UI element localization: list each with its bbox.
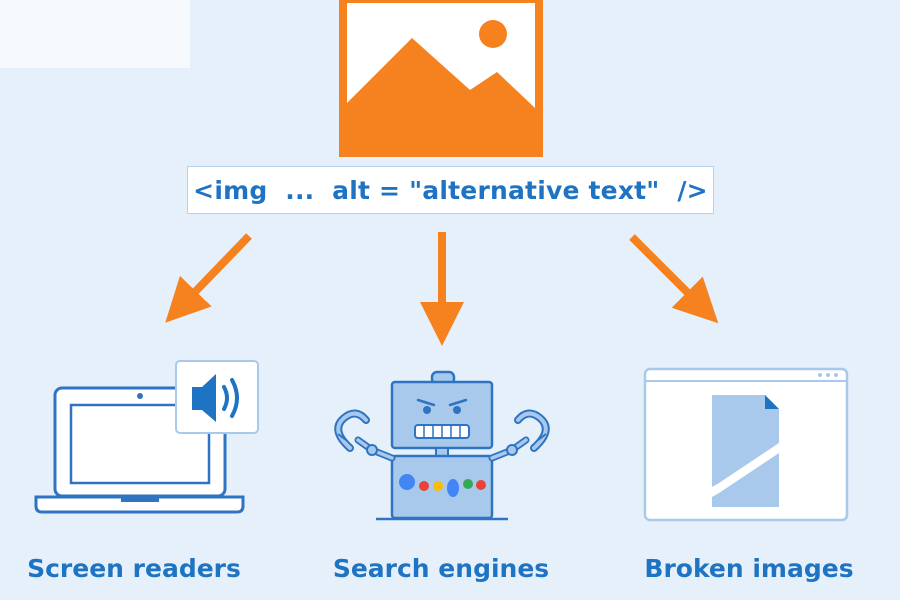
document-fragment-top (712, 395, 779, 487)
document-fragment-bottom (712, 453, 779, 507)
laptop-speaker-icon (34, 360, 259, 514)
dot-green (463, 479, 473, 489)
arrow-icon-left (165, 233, 252, 323)
label-broken-images: Broken images (644, 553, 854, 583)
page-fold-icon (765, 395, 779, 409)
image-placeholder-icon (339, 0, 543, 157)
dot-yellow (433, 481, 443, 491)
img-alt-code-box: <img ... alt = "alternative text" /> (187, 166, 714, 214)
dot-red-2 (476, 480, 486, 490)
dot-blue-oval (447, 479, 459, 497)
dot-blue (399, 474, 415, 490)
robot-icon (334, 370, 550, 521)
dot-red (419, 481, 429, 491)
label-screen-readers: Screen readers (27, 553, 241, 583)
corner-patch (0, 0, 190, 68)
arrow-icon-right (629, 234, 719, 324)
label-search-engines: Search engines (332, 553, 550, 583)
broken-image-window-icon (643, 367, 849, 522)
speaker-icon (192, 374, 239, 422)
